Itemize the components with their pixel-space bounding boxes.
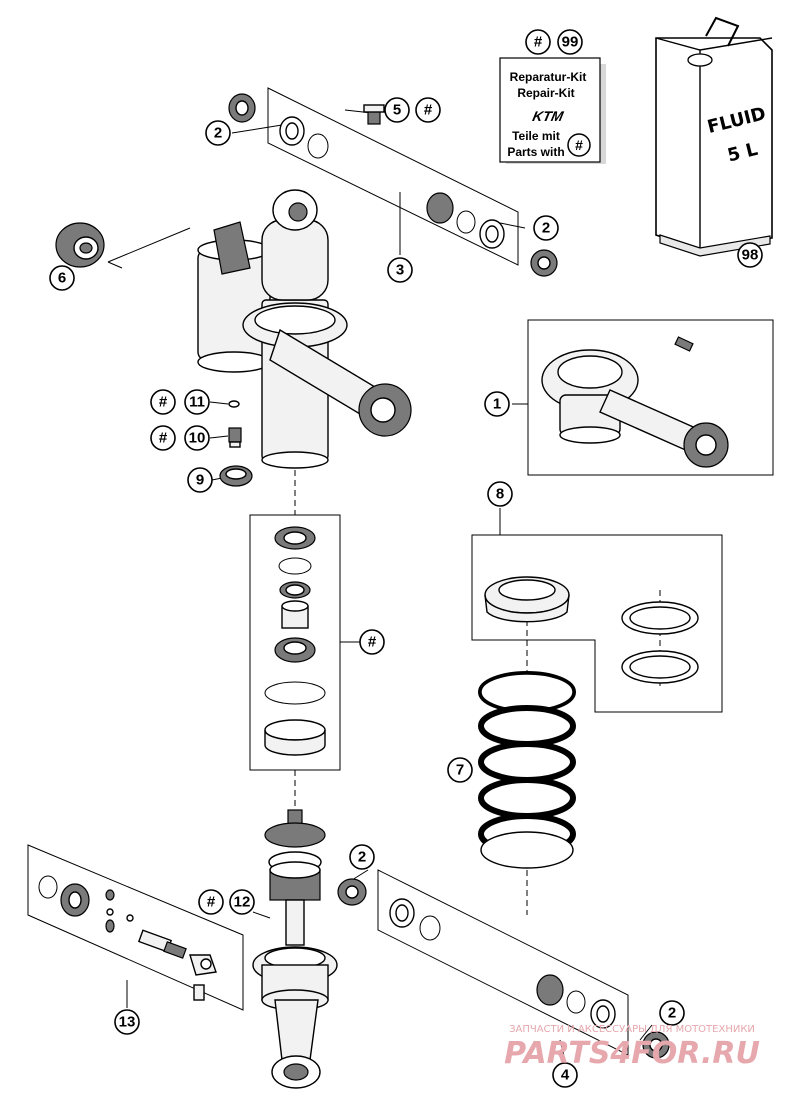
callout-hash-12: # xyxy=(198,889,224,915)
callout-9[interactable]: 9 xyxy=(187,467,213,493)
callout-hash-99: # xyxy=(525,29,551,55)
callout-4[interactable]: 4 xyxy=(552,1062,578,1088)
part-2-bushing-top xyxy=(228,93,256,123)
svg-text:11: 11 xyxy=(189,394,205,411)
callout-7[interactable]: 7 xyxy=(447,757,473,783)
group-8-frame xyxy=(471,534,723,713)
svg-text:10: 10 xyxy=(189,430,206,447)
svg-text:3: 3 xyxy=(396,262,404,279)
svg-text:2: 2 xyxy=(542,220,550,237)
svg-text:#: # xyxy=(159,394,168,411)
callout-8[interactable]: 8 xyxy=(487,481,513,507)
part-9-cap xyxy=(219,465,253,487)
callout-2-right[interactable]: 2 xyxy=(533,215,559,241)
callout-98[interactable]: 98 xyxy=(737,242,763,268)
repair-kit-line3: Teile mit xyxy=(512,129,560,143)
callout-11[interactable]: 11 xyxy=(184,389,210,415)
callout-hash-10: # xyxy=(150,425,176,451)
svg-text:#: # xyxy=(424,102,433,119)
repair-kit-line1: Reparatur-Kit xyxy=(510,70,587,84)
repair-kit-box: Reparatur-Kit Repair-Kit KTM Teile mit P… xyxy=(499,57,606,164)
callout-3[interactable]: 3 xyxy=(387,257,413,283)
svg-text:13: 13 xyxy=(119,1014,136,1031)
repair-kit-line2: Repair-Kit xyxy=(517,86,574,100)
svg-text:7: 7 xyxy=(456,762,464,779)
svg-text:12: 12 xyxy=(234,894,251,911)
callout-hash-sealkit: # xyxy=(359,629,385,655)
svg-text:#: # xyxy=(534,34,543,51)
callout-13[interactable]: 13 xyxy=(114,1009,140,1035)
part-11-oring xyxy=(228,400,240,408)
callout-99[interactable]: 99 xyxy=(557,29,583,55)
svg-text:98: 98 xyxy=(742,247,759,264)
callout-12[interactable]: 12 xyxy=(229,889,255,915)
callout-10[interactable]: 10 xyxy=(184,425,210,451)
part-10-valve xyxy=(228,427,242,448)
part-7-coil-spring xyxy=(478,671,576,869)
part-2-bushing-mid xyxy=(337,878,367,906)
seal-kit-parts xyxy=(264,526,326,756)
part-2-bushing-bottom xyxy=(642,1031,670,1059)
part-8-washers xyxy=(621,601,699,684)
svg-text:2: 2 xyxy=(668,1005,676,1022)
svg-text:99: 99 xyxy=(562,34,579,51)
svg-text:6: 6 xyxy=(58,270,66,287)
svg-text:2: 2 xyxy=(358,849,366,866)
svg-text:5: 5 xyxy=(393,102,401,119)
repair-kit-hash: # xyxy=(575,137,583,153)
watermark: ЗАПЧАСТИ И АКСЕССУАРЫ ДЛЯ МОТОТЕХНИКИ PA… xyxy=(504,1024,760,1071)
callout-1[interactable]: 1 xyxy=(484,391,510,417)
watermark-brand: PARTS4FOR.RU xyxy=(504,1036,760,1071)
detail-1-frame xyxy=(527,319,774,476)
svg-text:#: # xyxy=(207,894,216,911)
part-13-valve-assembly xyxy=(38,875,217,1001)
group-13-frame xyxy=(27,844,244,1011)
repair-kit-line4: Parts with xyxy=(507,145,564,159)
callout-2-top[interactable]: 2 xyxy=(205,120,231,146)
part-6-adjuster-knob xyxy=(55,222,105,268)
fluid-can: FLUID 5 L xyxy=(655,16,773,257)
svg-text:1: 1 xyxy=(493,396,501,413)
svg-text:9: 9 xyxy=(196,472,204,489)
callout-hash-5: # xyxy=(415,97,441,123)
shock-absorber-body xyxy=(197,189,412,469)
svg-text:#: # xyxy=(368,634,377,651)
part-5-bleed-screw xyxy=(363,104,385,125)
callout-2-bottom[interactable]: 2 xyxy=(659,1000,685,1026)
svg-text:#: # xyxy=(159,430,168,447)
group-4-frame xyxy=(377,869,629,1056)
svg-text:8: 8 xyxy=(496,486,504,503)
group-3-frame xyxy=(267,87,519,266)
callout-6[interactable]: 6 xyxy=(49,265,75,291)
ktm-logo: KTM xyxy=(531,108,566,124)
callout-hash-11: # xyxy=(150,389,176,415)
callout-2-mid[interactable]: 2 xyxy=(349,844,375,870)
callout-5[interactable]: 5 xyxy=(384,97,410,123)
watermark-tagline: ЗАПЧАСТИ И АКСЕССУАРЫ ДЛЯ МОТОТЕХНИКИ xyxy=(509,1024,755,1035)
part-2-bushing-right xyxy=(530,249,558,277)
detail-1-reservoir-head xyxy=(541,336,729,468)
svg-text:2: 2 xyxy=(214,125,222,142)
svg-text:4: 4 xyxy=(561,1067,570,1084)
part-8-spring-seat xyxy=(484,576,570,623)
part-12-damper-rod xyxy=(252,809,338,1089)
